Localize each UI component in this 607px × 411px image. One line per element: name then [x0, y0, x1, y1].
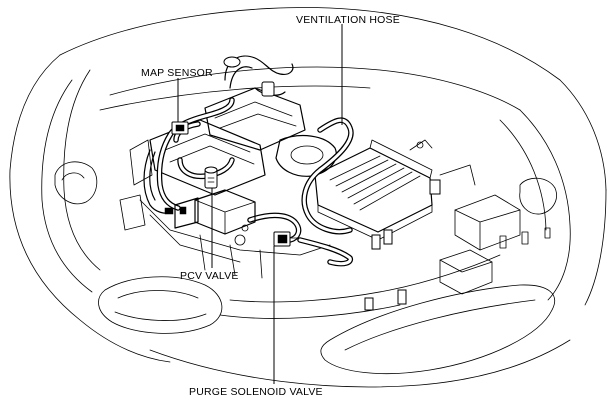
- engine-accessories: [174, 189, 256, 246]
- left-hose: [143, 149, 187, 215]
- map-sensor-label: MAP SENSOR: [141, 67, 213, 79]
- purge-solenoid-valve-label: PURGE SOLENOID VALVE: [189, 386, 323, 398]
- purge-solenoid-valve: [273, 231, 299, 247]
- air-cleaner-box: [314, 139, 551, 311]
- leader-lines: [177, 24, 343, 384]
- map-sensor: [171, 121, 189, 135]
- air-intake-duct: [223, 55, 294, 97]
- ventilation-hose-label: VENTILATION HOSE: [296, 14, 400, 26]
- pcv-valve-label: PCV VALVE: [180, 270, 239, 282]
- engine-block: [119, 87, 337, 279]
- vehicle-body-outline: [9, 7, 607, 388]
- pcv-valve: [204, 166, 218, 189]
